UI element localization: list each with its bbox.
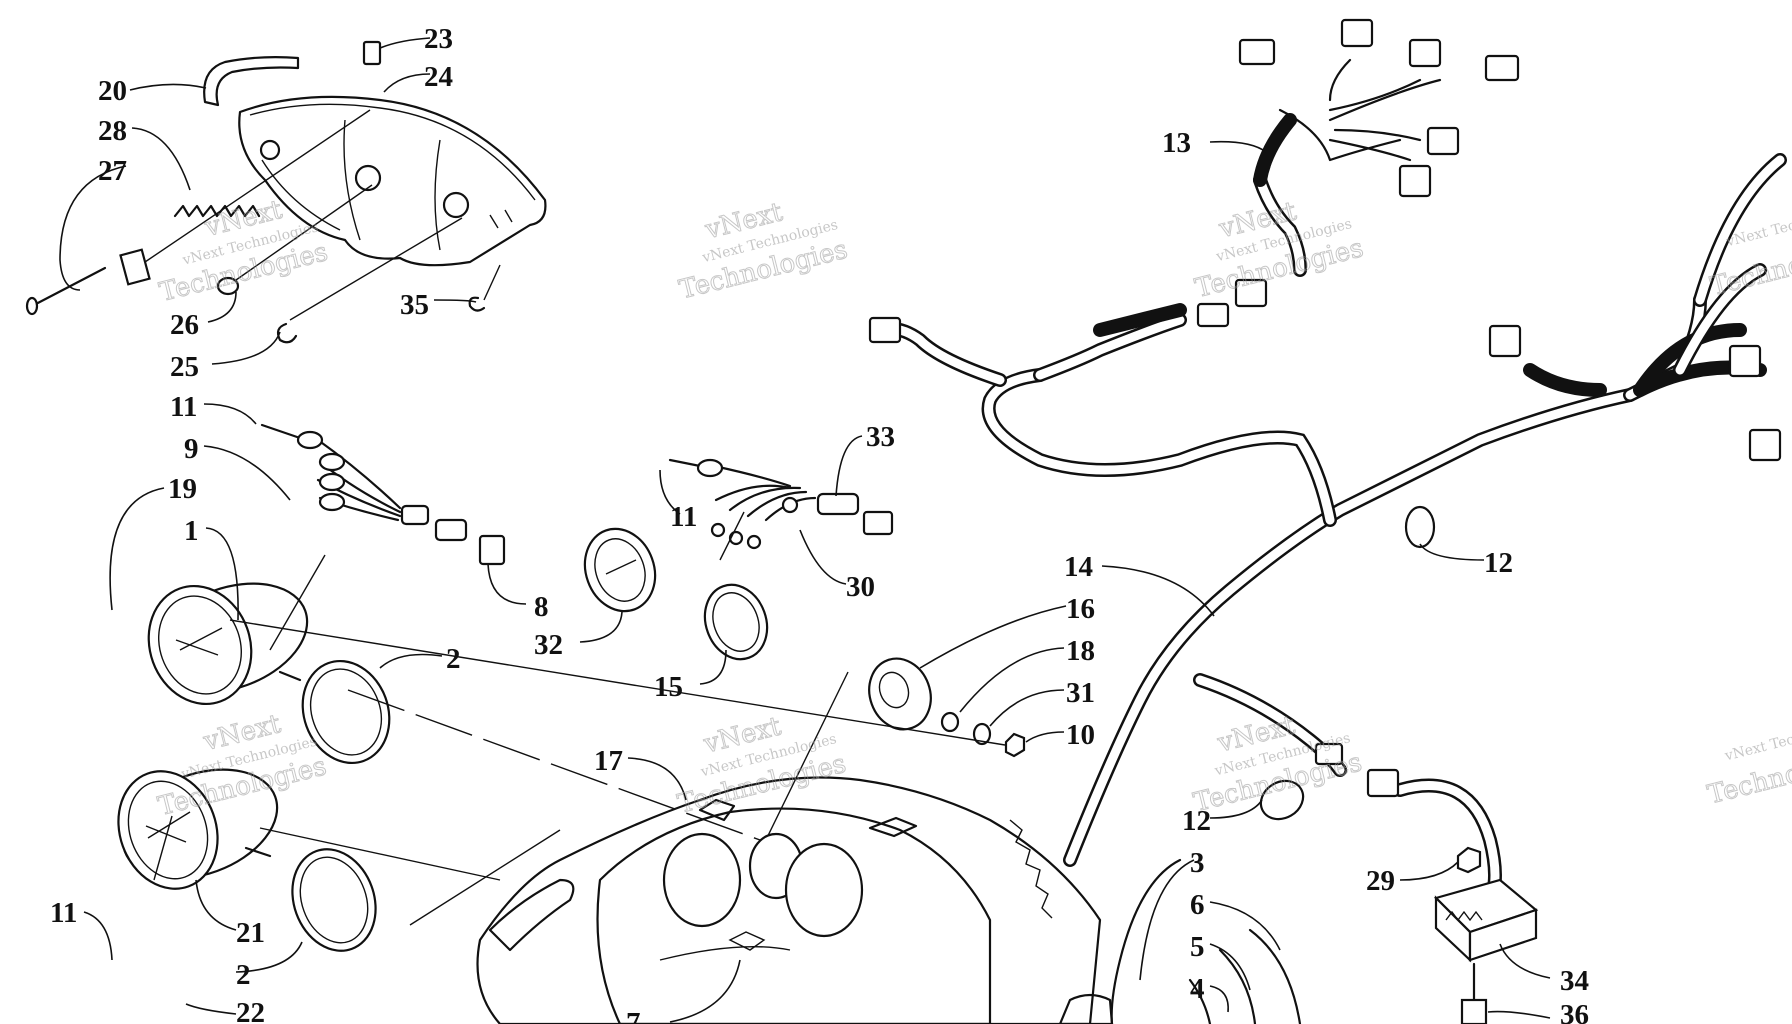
callout-8: 8 <box>534 591 549 623</box>
nut-part <box>1004 732 1026 758</box>
callout-10: 10 <box>1066 719 1095 751</box>
callout-15: 15 <box>654 671 683 703</box>
callout-12-b: 12 <box>1182 805 1211 837</box>
lock-washer <box>972 722 992 746</box>
callout-labels: 20 23 24 28 27 26 25 35 11 9 19 1 8 2 33… <box>50 23 1589 1024</box>
callout-6: 6 <box>1190 889 1205 921</box>
callout-24: 24 <box>424 61 453 93</box>
callout-12-a: 12 <box>1484 547 1513 579</box>
callout-11-c: 11 <box>50 897 77 929</box>
gauge-pigtail-2 <box>668 458 894 550</box>
callout-19: 19 <box>168 473 197 505</box>
main-harness <box>868 18 1787 907</box>
gasket-strip <box>203 56 300 107</box>
gauge-small <box>583 527 657 613</box>
callout-16: 16 <box>1066 593 1095 625</box>
gauge-ring-small <box>703 583 769 661</box>
callout-36: 36 <box>1560 999 1589 1024</box>
callout-26: 26 <box>170 309 199 341</box>
callout-14: 14 <box>1064 551 1093 583</box>
callout-30: 30 <box>846 571 875 603</box>
bulb-part <box>216 276 240 296</box>
callout-9: 9 <box>184 433 199 465</box>
watermark-7: vNext vNext Technologies Technologies <box>1190 710 1365 819</box>
watermark-3: vNext vNext Technologies Technologies <box>1192 196 1367 305</box>
callout-27: 27 <box>98 155 127 187</box>
watermark-2: vNext vNext Technologies Technologies <box>676 197 851 306</box>
callout-32: 32 <box>534 629 563 661</box>
gauge-mount-cup <box>868 657 932 731</box>
callout-13: 13 <box>1162 127 1191 159</box>
bulb-clip <box>468 296 486 312</box>
watermark-8: vNext Technologies Technologies <box>1704 715 1792 811</box>
retainer-clamp <box>1110 858 1182 1024</box>
callout-23: 23 <box>424 23 453 55</box>
callout-28: 28 <box>98 115 127 147</box>
callout-17: 17 <box>594 745 623 777</box>
voltage-regulator <box>1433 846 1539 963</box>
headlight-assembly <box>238 95 547 267</box>
callout-11-a: 11 <box>170 391 197 423</box>
callout-2-a: 2 <box>446 643 461 675</box>
callout-2-b: 2 <box>236 959 251 991</box>
callout-1: 1 <box>184 515 199 547</box>
spring-part <box>173 204 261 218</box>
callout-4: 4 <box>1190 973 1205 1005</box>
callout-20: 20 <box>98 75 127 107</box>
callout-33: 33 <box>866 421 895 453</box>
gauge-bezel-ring <box>301 659 391 765</box>
callout-22: 22 <box>236 997 265 1024</box>
callout-5: 5 <box>1190 931 1205 963</box>
callout-29: 29 <box>1366 865 1395 897</box>
washer-part <box>940 711 960 733</box>
dash-panel <box>476 776 1102 1024</box>
callout-34: 34 <box>1560 965 1589 997</box>
gauge-bezel-ring-2 <box>291 848 377 952</box>
bolt-part <box>1460 962 1488 1024</box>
callout-25: 25 <box>170 351 199 383</box>
svg-text:vNext Technologies: vNext Technologies <box>1722 715 1792 764</box>
clip-part <box>362 40 382 66</box>
gauge-pigtail <box>260 423 506 566</box>
callout-11-b: 11 <box>670 501 697 533</box>
callout-3: 3 <box>1190 847 1205 879</box>
gauge-speedometer <box>147 582 309 706</box>
bulb-socket <box>276 322 298 344</box>
watermark-6: vNext vNext Technologies Technologies <box>674 711 849 820</box>
leader-lines <box>59 37 1551 1023</box>
callout-7: 7 <box>626 1007 641 1024</box>
adjuster-screw <box>25 248 151 316</box>
callout-21: 21 <box>236 917 265 949</box>
callout-31: 31 <box>1066 677 1095 709</box>
callout-18: 18 <box>1066 635 1095 667</box>
callout-35: 35 <box>400 289 429 321</box>
